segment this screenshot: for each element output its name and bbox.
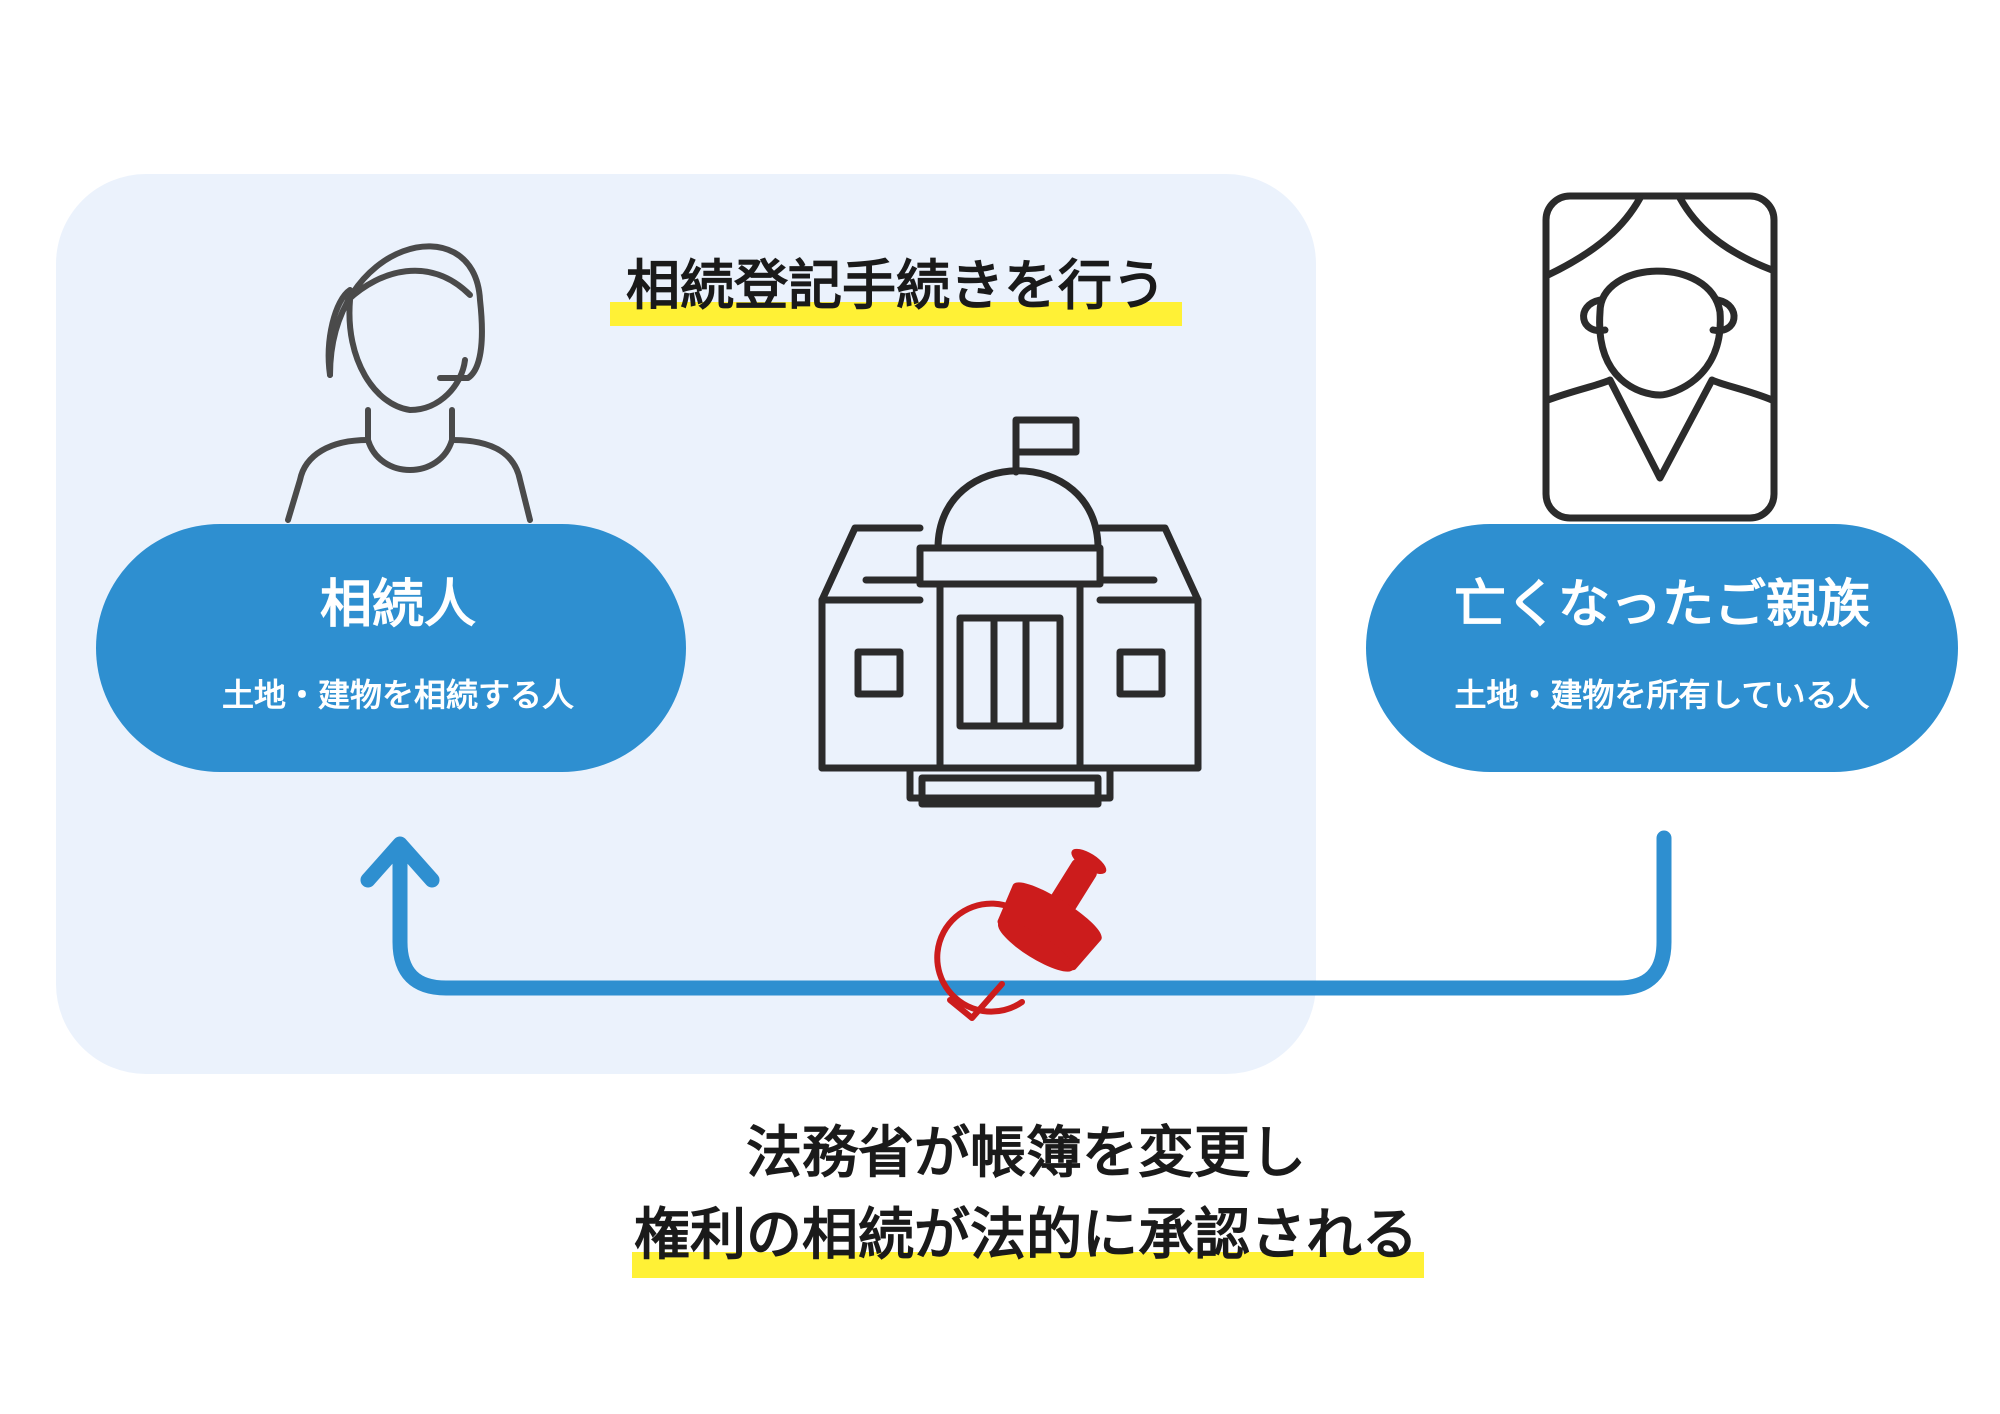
woman-icon [285, 243, 533, 523]
result-line-2: 権利の相続が法的に承認される [634, 1203, 1418, 1268]
approval-stamp-icon [934, 848, 1107, 1021]
arrow-head [360, 836, 440, 888]
deceased-pill [1366, 524, 1958, 772]
panel-heading-highlight [610, 302, 1182, 326]
government-building-icon [818, 416, 1202, 808]
result-line-1: 法務省が帳簿を変更し [746, 1121, 1306, 1186]
heir-title: 相続人 [320, 575, 476, 635]
result-highlight [632, 1252, 1424, 1278]
heir-pill [96, 524, 686, 772]
panel-heading: 相続登記手続きを行う [626, 254, 1166, 317]
deceased-title: 亡くなったご親族 [1454, 575, 1870, 635]
deceased-subtitle: 土地・建物を所有している人 [1454, 676, 1869, 714]
transfer-arrow [392, 830, 1672, 996]
memorial-portrait-icon [1542, 192, 1778, 522]
heir-panel [56, 174, 1316, 1074]
heir-subtitle: 土地・建物を相続する人 [222, 676, 574, 714]
